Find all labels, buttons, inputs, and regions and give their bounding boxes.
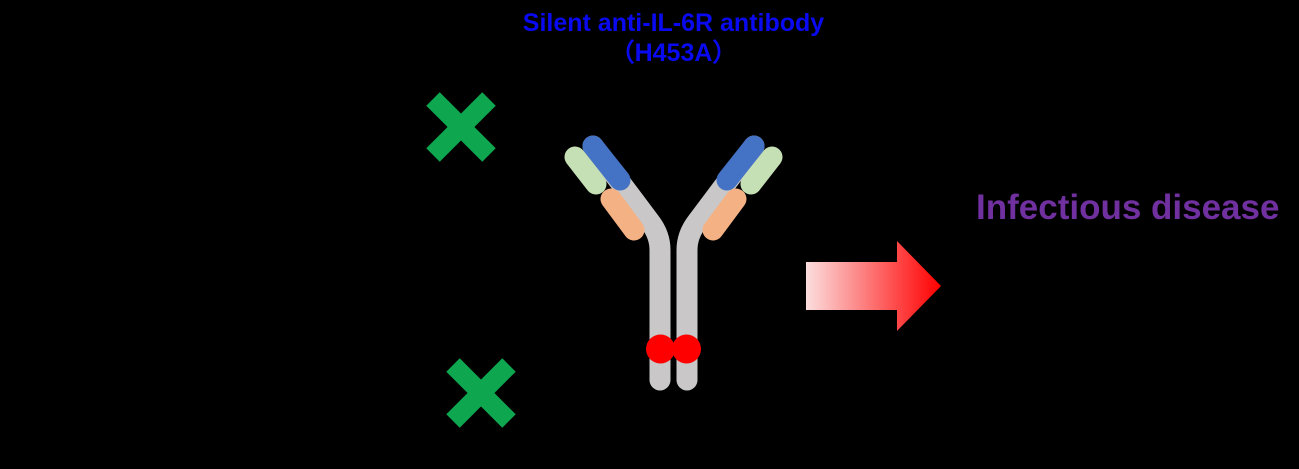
- mutation-dot-right: [672, 334, 701, 364]
- mutation-dot-left: [646, 334, 675, 364]
- light-variable-right: [740, 146, 783, 195]
- light-variable-left: [564, 146, 607, 195]
- heavy-variable-right: [716, 135, 765, 191]
- arrow-right-icon: [806, 241, 941, 331]
- antibody-title-line1: Silent anti-IL-6R antibody: [522, 9, 825, 37]
- heavy-chain-right: [676, 135, 765, 391]
- antibody-title-line2: （H453A）: [609, 39, 738, 67]
- heavy-variable-left: [582, 135, 631, 191]
- light-constant-left: [600, 188, 645, 241]
- light-constant-right: [702, 188, 747, 241]
- mutation-site-dots: [646, 334, 701, 364]
- cross-icon-bottom-bar2: [446, 358, 516, 428]
- antibody-title: Silent anti-IL-6R antibody （H453A）: [440, 8, 907, 68]
- antibody-diagram: [564, 135, 783, 391]
- outcome-label: Infectious disease: [976, 188, 1280, 227]
- cross-icon-top: [426, 92, 496, 162]
- cross-icon-bottom: [446, 358, 516, 428]
- heavy-chain-left: [582, 135, 671, 391]
- cross-icon-top-bar2: [426, 92, 496, 162]
